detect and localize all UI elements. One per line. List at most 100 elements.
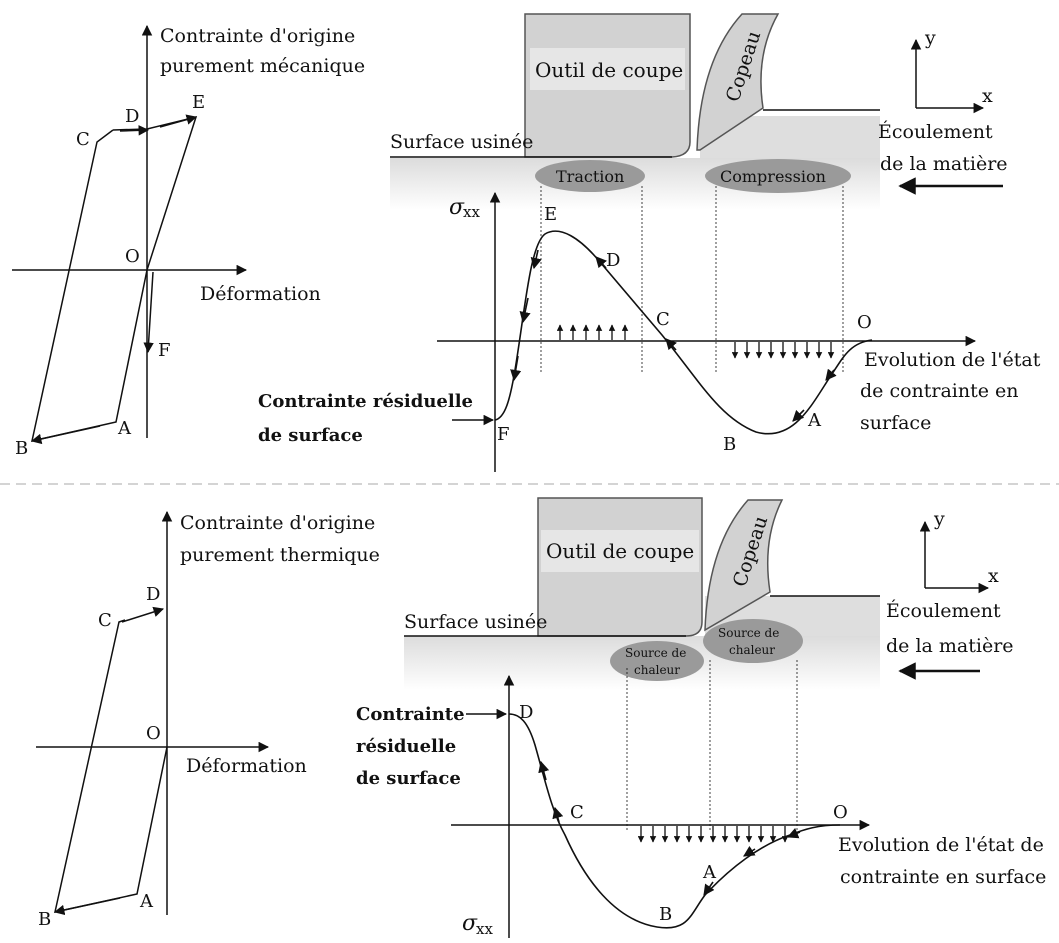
bottom-hysteresis-loop bbox=[54, 619, 168, 913]
top-curve-arrow-oa bbox=[825, 368, 837, 381]
bottom-surface-label: Surface usinée bbox=[404, 611, 547, 633]
bottom-evolution-label: Evolution de l'état de bbox=[838, 834, 1044, 856]
bottom-zone-heat-2 bbox=[703, 619, 803, 663]
bottom-pt-a: A bbox=[139, 891, 154, 912]
top-workpiece-surface bbox=[700, 116, 880, 158]
bottom-zone-heat-1-label: Source de bbox=[625, 646, 686, 660]
bottom-residual-label: Contrainte bbox=[356, 704, 465, 725]
top-cpt-o: O bbox=[857, 312, 872, 333]
top-strain-axis-label: Déformation bbox=[200, 283, 321, 305]
top-curve-arrow-cd bbox=[595, 256, 607, 269]
top-loop-arrow-ab bbox=[30, 425, 101, 445]
bottom-residual-label-2: résiduelle bbox=[356, 736, 456, 757]
top-cpt-d: D bbox=[606, 250, 620, 271]
top-zone-compression-label: Compression bbox=[720, 167, 826, 186]
bottom-flow-label: Écoulement bbox=[886, 599, 1001, 622]
top-cpt-c: C bbox=[656, 309, 670, 330]
bottom-evolution-label-2: contrainte en surface bbox=[840, 866, 1046, 888]
top-cpt-e: E bbox=[544, 204, 557, 225]
top-cpt-a: A bbox=[807, 410, 822, 431]
bottom-curve-arrow-oa bbox=[786, 827, 801, 839]
bottom-zone-heat-1 bbox=[610, 641, 704, 681]
top-pt-c: C bbox=[76, 129, 90, 150]
top-loop-arrow-cd bbox=[119, 125, 150, 136]
top-curve-arrow-bc bbox=[665, 338, 677, 351]
top-curve-path bbox=[494, 230, 873, 435]
top-pt-d: D bbox=[125, 106, 139, 127]
top-zone-compression bbox=[705, 159, 851, 193]
top-traction-arrows bbox=[556, 324, 629, 340]
bottom-curve-arrow-a bbox=[743, 845, 756, 857]
top-stress-curve: σ xx bbox=[258, 186, 1041, 472]
top-curve-arrow-f bbox=[510, 355, 522, 382]
bottom-zone-heat-2-label: Source de bbox=[718, 626, 779, 640]
bottom-residual-label-3: de surface bbox=[356, 768, 461, 789]
bottom-pt-o: O bbox=[146, 723, 161, 744]
bottom-stress-curve: σ xx bbox=[356, 660, 1046, 938]
top-zone-traction bbox=[535, 160, 645, 192]
bottom-flow-label-2: de la matière bbox=[886, 635, 1014, 657]
bottom-cpt-a: A bbox=[702, 862, 717, 883]
top-loop-arrow-of bbox=[143, 271, 154, 354]
top-sigma-label: σ bbox=[449, 195, 465, 220]
top-machining-scene: Outil de coupe Copeau Surface usinée Tra… bbox=[390, 13, 1008, 210]
top-zone-traction-label: Traction bbox=[556, 167, 624, 186]
top-curve-arrow-e2 bbox=[519, 297, 531, 324]
top-hysteresis-loop bbox=[31, 115, 198, 442]
bottom-loop-arrow-cd bbox=[121, 606, 165, 623]
bottom-hysteresis: Contrainte d'origine purement thermique … bbox=[36, 510, 380, 930]
top-chip bbox=[696, 13, 780, 151]
top-cpt-b: B bbox=[723, 434, 736, 455]
top-sigma-sub: xx bbox=[463, 203, 480, 221]
bottom-pt-c: C bbox=[98, 610, 112, 631]
top-surface-label: Surface usinée bbox=[390, 131, 533, 153]
top-panel: Contrainte d'origine purement mécanique … bbox=[12, 13, 1041, 472]
bottom-cpt-d: D bbox=[519, 702, 533, 723]
top-cpt-f: F bbox=[497, 424, 510, 445]
bottom-x-label: x bbox=[988, 565, 999, 587]
bottom-pt-d: D bbox=[146, 584, 160, 605]
top-curve-arrow-ab bbox=[792, 409, 805, 422]
top-residual-label-2: de surface bbox=[258, 425, 363, 446]
top-evolution-label: Evolution de l'état bbox=[864, 349, 1041, 371]
bottom-sigma-sub: xx bbox=[476, 920, 493, 938]
bottom-stress-axis-label-2: purement thermique bbox=[180, 544, 380, 566]
bottom-cpt-c: C bbox=[570, 802, 584, 823]
top-hysteresis: Contrainte d'origine purement mécanique … bbox=[12, 24, 365, 459]
bottom-loop-arrow-ab bbox=[53, 897, 121, 916]
bottom-pt-b: B bbox=[38, 909, 51, 930]
bottom-zone-heat-1-label-2: chaleur bbox=[634, 663, 680, 677]
top-compression-arrows bbox=[731, 342, 835, 359]
bottom-curve-path bbox=[508, 713, 841, 929]
top-evolution-label-2: de contrainte en bbox=[860, 380, 1019, 402]
bottom-compression-arrows bbox=[637, 826, 789, 843]
top-pt-b: B bbox=[15, 438, 28, 459]
top-stress-axis-label: Contrainte d'origine bbox=[160, 25, 355, 47]
bottom-tool-label: Outil de coupe bbox=[546, 539, 694, 563]
top-y-label: y bbox=[924, 27, 936, 49]
bottom-stress-axis-label: Contrainte d'origine bbox=[180, 512, 375, 534]
top-residual-label: Contrainte résiduelle bbox=[258, 391, 473, 412]
bottom-curve-arrow-bc bbox=[552, 806, 564, 823]
bottom-machining-scene: Outil de coupe Copeau Surface usinée Sou… bbox=[404, 497, 1014, 690]
top-stress-axis-label-2: purement mécanique bbox=[160, 55, 365, 77]
top-evolution-label-3: surface bbox=[860, 412, 931, 434]
bottom-cpt-b: B bbox=[659, 904, 672, 925]
bottom-chip bbox=[704, 499, 784, 632]
bottom-strain-axis-label: Déformation bbox=[186, 755, 307, 777]
top-flow-label-2: de la matière bbox=[880, 153, 1008, 175]
top-pt-a: A bbox=[117, 418, 132, 439]
bottom-curve-arrow-cd bbox=[538, 760, 550, 781]
bottom-y-label: y bbox=[933, 508, 945, 530]
top-tool-label-box bbox=[530, 48, 685, 90]
top-flow-label: Écoulement bbox=[878, 120, 993, 143]
bottom-panel: Contrainte d'origine purement thermique … bbox=[36, 497, 1046, 938]
top-tool-label: Outil de coupe bbox=[535, 58, 683, 82]
bottom-curve-arrow-ab bbox=[703, 881, 715, 896]
bottom-cpt-o: O bbox=[833, 802, 848, 823]
bottom-tool-label-box bbox=[541, 530, 699, 572]
top-curve-arrow-e1 bbox=[530, 249, 542, 270]
top-loop-arrow-de bbox=[159, 114, 198, 128]
top-pt-e: E bbox=[192, 92, 205, 113]
